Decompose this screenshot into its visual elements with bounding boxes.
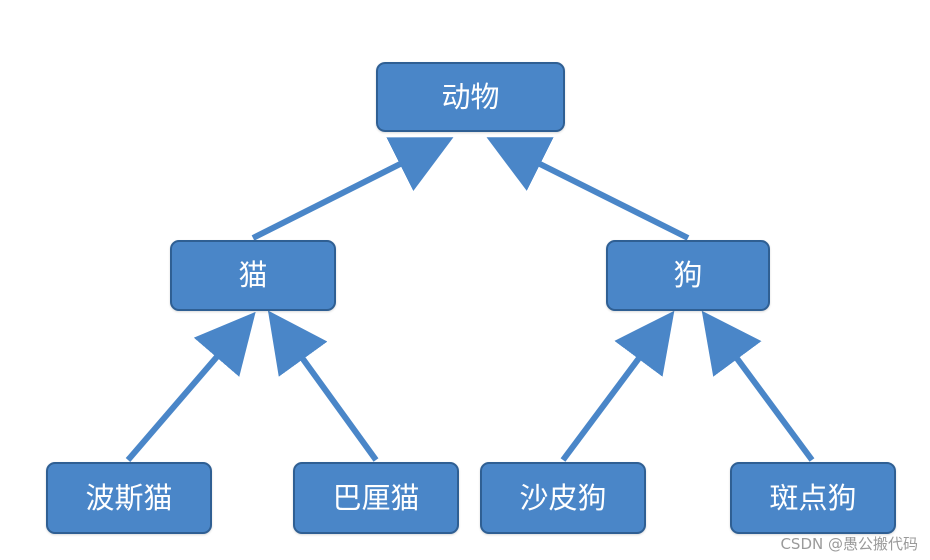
arrow-dalm-to-dog: [701, 310, 815, 462]
node-bali-cat-label: 巴厘猫: [332, 480, 420, 515]
node-dog-label: 狗: [673, 258, 703, 292]
node-cat-label: 猫: [238, 258, 268, 292]
node-animal-label: 动物: [441, 79, 500, 114]
node-dog: 狗: [606, 240, 770, 311]
arrow-dog-to-animal: [486, 137, 690, 241]
node-cat: 猫: [170, 240, 336, 311]
node-dalmatian: 斑点狗: [730, 462, 896, 534]
node-shar-pei-label: 沙皮狗: [519, 480, 607, 515]
watermark: CSDN @愚公搬代码: [780, 535, 918, 553]
node-persian-cat: 波斯猫: [46, 462, 212, 534]
arrow-cat-to-animal: [251, 137, 454, 241]
node-dalmatian-label: 斑点狗: [769, 480, 857, 515]
node-bali-cat: 巴厘猫: [293, 462, 459, 534]
arrow-shar-to-dog: [560, 310, 675, 462]
node-persian-cat-label: 波斯猫: [85, 480, 173, 515]
arrow-persian-to-cat: [125, 311, 256, 462]
node-animal: 动物: [376, 62, 565, 132]
node-shar-pei: 沙皮狗: [480, 462, 646, 534]
arrow-bali-to-cat: [267, 310, 379, 462]
